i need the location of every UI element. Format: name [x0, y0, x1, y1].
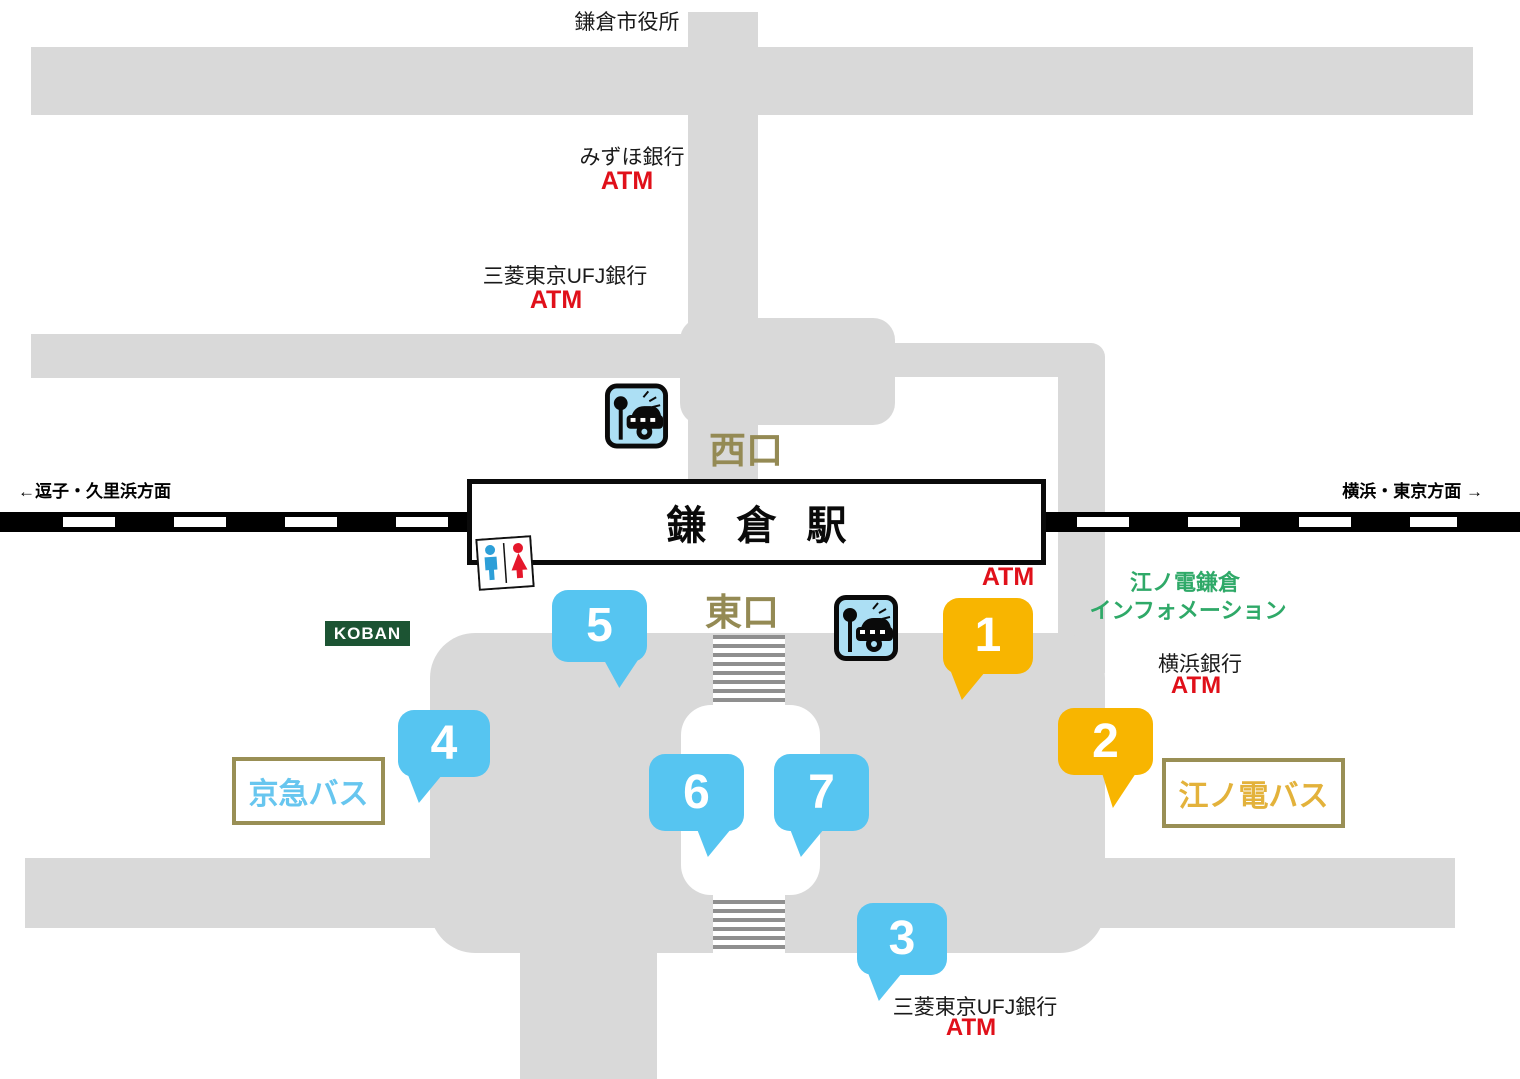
railway-dashes-east — [1077, 517, 1457, 527]
bus-stop-marker-3: 3 — [857, 903, 947, 1001]
mizuho-bank-label: みずほ銀行 — [579, 146, 685, 169]
ufj-bank-south-label: 三菱東京UFJ銀行 — [892, 996, 1058, 1019]
mizuho-atm-label: ATM — [600, 167, 654, 195]
keikyu-bus-label: 京急バス — [248, 778, 369, 811]
ufj-south-atm-label: ATM — [945, 1014, 997, 1041]
crosswalk-upper — [713, 635, 785, 711]
koban-police-box: KOBAN — [325, 621, 410, 646]
bus-stop-3-number: 3 — [888, 912, 916, 965]
bus-stop-7-number: 7 — [808, 765, 835, 819]
bus-stop-6-number: 6 — [683, 765, 710, 819]
bus-stop-marker-6: 6 — [649, 754, 744, 857]
road-east-vertical — [1058, 343, 1105, 673]
enoden-information-label-line1: 江ノ電鎌倉 — [1129, 570, 1241, 595]
marker-tail — [1102, 773, 1136, 808]
yokohama-bank-label: 横浜銀行 — [1158, 653, 1242, 676]
yokohama-atm-label: ATM — [1170, 672, 1222, 699]
station-box: 鎌倉駅 — [467, 479, 1046, 565]
station-name: 鎌倉駅 — [666, 504, 877, 548]
enoden-bus-box: 江ノ電バス — [1162, 758, 1345, 828]
restroom-icon — [475, 535, 535, 591]
direction-yokohama-tokyo: 横浜・東京方面 → — [1342, 482, 1483, 501]
crosswalk-lower — [713, 891, 785, 953]
taxi-stand-icon — [831, 594, 901, 662]
ufj-west-atm-label: ATM — [529, 286, 583, 314]
station-atm-label: ATM — [981, 563, 1035, 591]
west-exit-plaza — [680, 318, 895, 425]
taxi-stand-icon — [604, 382, 669, 450]
direction-zushi-kurihama: ←逗子・久里浜方面 — [18, 482, 171, 501]
enoden-bus-label: 江ノ電バス — [1178, 780, 1329, 813]
bus-stop-marker-4: 4 — [398, 710, 490, 803]
bus-stop-2-number: 2 — [1092, 714, 1119, 768]
bus-stop-1-number: 1 — [974, 609, 1002, 662]
bus-stop-5-number: 5 — [586, 599, 613, 652]
road-south-vertical — [520, 898, 657, 1079]
keikyu-bus-box: 京急バス — [232, 757, 385, 825]
bus-stop-marker-7: 7 — [774, 754, 869, 857]
bus-stop-4-number: 4 — [430, 716, 458, 770]
enoden-information-label-line2: インフォメーション — [1089, 598, 1287, 623]
ufj-bank-west-label: 三菱東京UFJ銀行 — [482, 265, 648, 288]
bus-stop-marker-1: 1 — [943, 598, 1033, 700]
road-east-connector — [884, 343, 1070, 377]
bus-stop-marker-5: 5 — [552, 590, 647, 688]
west-exit-label: 西口 — [709, 430, 783, 471]
east-exit-label: 東口 — [705, 592, 779, 633]
road-south-east — [1055, 858, 1455, 928]
road-south-west — [25, 858, 455, 928]
city-hall-label: 鎌倉市役所 — [574, 11, 680, 34]
railway-dashes-west — [63, 517, 458, 527]
bus-stop-marker-2: 2 — [1058, 708, 1153, 808]
